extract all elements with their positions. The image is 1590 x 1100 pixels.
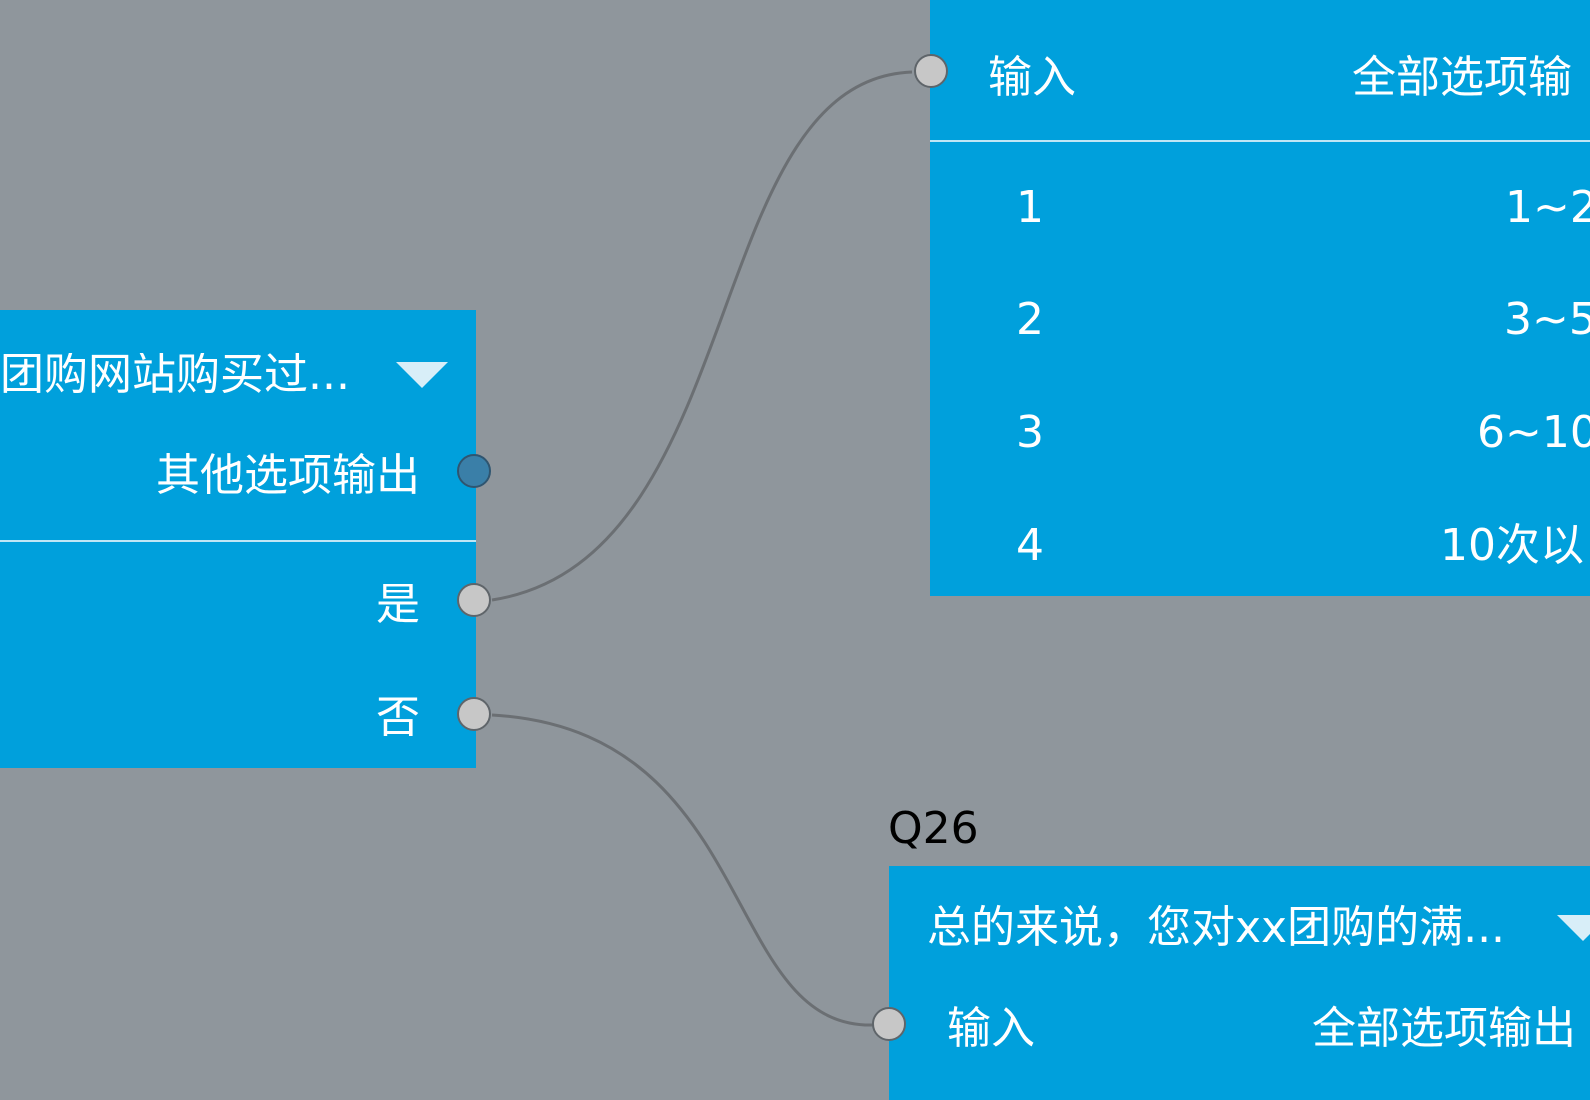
q26-input-port[interactable] [872, 1007, 906, 1041]
input-label: 输入 [988, 52, 1076, 103]
row-2-index: 2 [1016, 294, 1044, 345]
left-node-divider [0, 540, 476, 542]
wire-no-to-q26 [491, 713, 875, 1027]
row-3-value: 6~10 [1477, 407, 1590, 458]
yes-output-port[interactable] [457, 583, 491, 617]
row-4-index: 4 [1016, 520, 1044, 571]
row-3-index: 3 [1016, 407, 1044, 458]
no-output-port[interactable] [457, 697, 491, 731]
right-top-divider [930, 140, 1590, 142]
option-no-label: 否 [376, 692, 420, 743]
left-question-node[interactable]: 团购网站购买过... 其他选项输出 是 否 [0, 310, 476, 768]
row-4-value: 10次以 [1440, 520, 1584, 571]
dropdown-triangle-icon[interactable] [1557, 915, 1590, 941]
row-1-value: 1~2 [1505, 182, 1590, 233]
dropdown-triangle-icon[interactable] [396, 362, 448, 388]
row-1-index: 1 [1016, 182, 1044, 233]
other-output-port[interactable] [457, 454, 491, 488]
frequency-question-node[interactable]: 输入 全部选项输 1 1~2 2 3~5 3 6~10 4 10次以 [930, 0, 1590, 596]
other-output-label: 其他选项输出 [156, 450, 420, 501]
q26-question-node[interactable]: 总的来说，您对xx团购的满... 输入 全部选项输出 [889, 866, 1590, 1100]
left-node-title: 团购网站购买过... [0, 353, 350, 397]
q26-label: Q26 [888, 803, 979, 854]
option-yes-label: 是 [376, 579, 420, 630]
q26-input-label: 输入 [947, 1003, 1035, 1054]
all-output-label: 全部选项输 [1352, 52, 1572, 103]
input-port[interactable] [914, 54, 948, 88]
row-2-value: 3~5 [1504, 294, 1590, 345]
wire-yes-to-input [491, 70, 913, 602]
q26-title: 总的来说，您对xx团购的满... [927, 902, 1506, 953]
q26-all-output-label: 全部选项输出 [1312, 1003, 1576, 1054]
